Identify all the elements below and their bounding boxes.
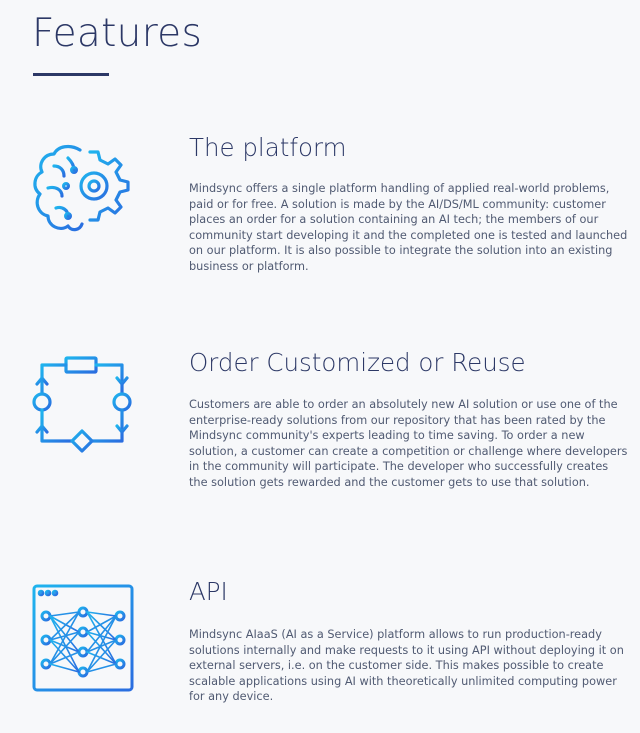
feature-description: Mindsync AIaaS (AI as a Service) platfor… bbox=[189, 628, 624, 704]
neural-network-window-icon bbox=[32, 584, 134, 692]
feature-description: Customers are able to order an absolutel… bbox=[189, 398, 628, 489]
workflow-cycle-icon bbox=[32, 356, 132, 453]
brain-gear-icon bbox=[33, 144, 130, 232]
page-title: Features bbox=[32, 11, 203, 56]
feature-description: Mindsync offers a single platform handli… bbox=[189, 182, 628, 273]
feature-title: Order Customized or Reuse bbox=[189, 348, 526, 377]
feature-title: API bbox=[189, 577, 228, 606]
feature-title: The platform bbox=[189, 133, 347, 162]
title-underline bbox=[33, 73, 109, 76]
